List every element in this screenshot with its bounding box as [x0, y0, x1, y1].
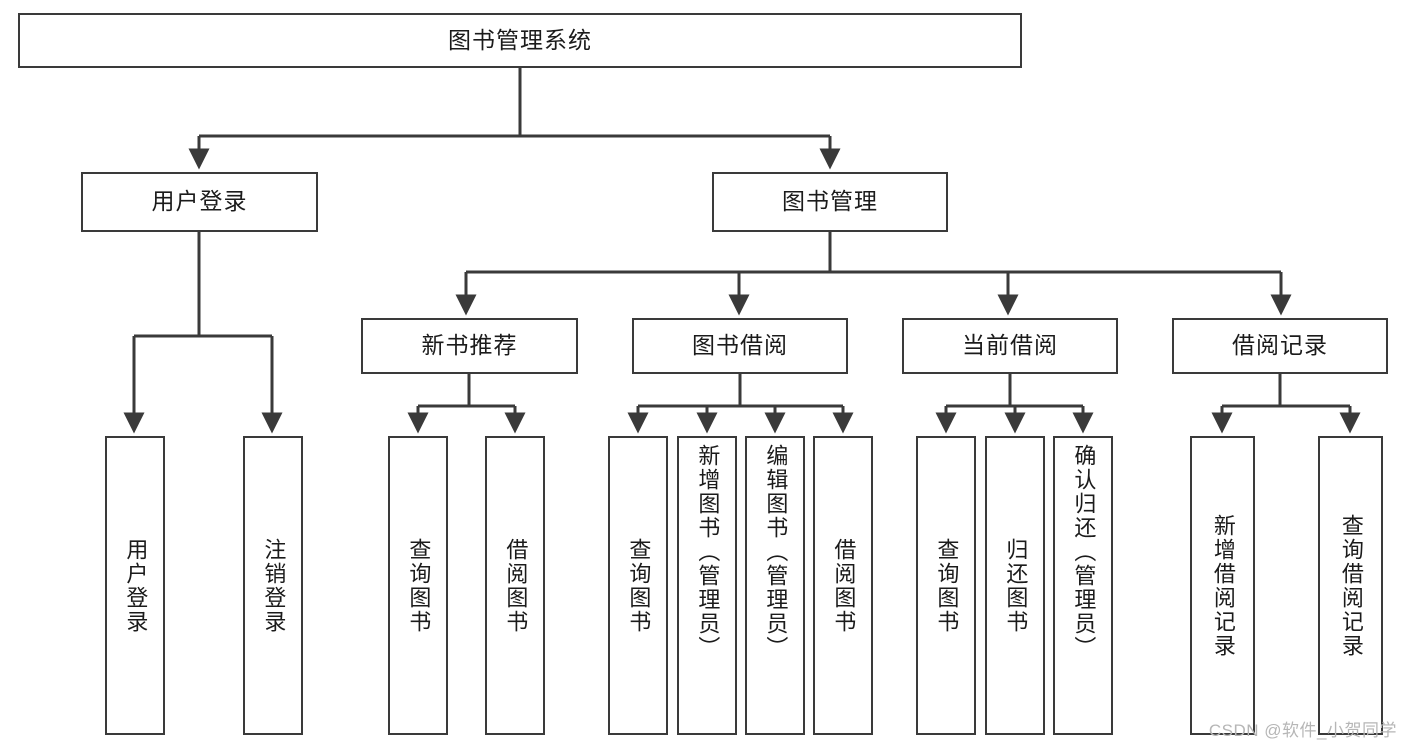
node-leaf-return-book-label: 归还图书	[1003, 537, 1029, 634]
node-leaf-query-book-1-label: 查询图书	[406, 537, 432, 634]
node-leaf-add-book-admin[interactable]: 新增图书（管理员）	[677, 436, 737, 735]
node-leaf-query-book-3-label: 查询图书	[934, 537, 960, 634]
node-book-borrow-label: 图书借阅	[692, 332, 788, 359]
node-new-book-recommend-label: 新书推荐	[421, 332, 518, 359]
node-current-borrow-label: 当前借阅	[962, 332, 1058, 359]
node-leaf-user-login[interactable]: 用户登录	[105, 436, 165, 735]
node-leaf-logout-login-label: 注销登录	[261, 537, 287, 634]
node-leaf-add-borrow-record-label: 新增借阅记录	[1210, 513, 1236, 658]
node-leaf-query-book-1[interactable]: 查询图书	[388, 436, 448, 735]
node-book-borrow[interactable]: 图书借阅	[632, 318, 848, 374]
node-leaf-edit-book-admin[interactable]: 编辑图书（管理员）	[745, 436, 805, 735]
node-leaf-confirm-return-admin-label: 确认归还（管理员）	[1071, 444, 1097, 660]
node-leaf-logout-login[interactable]: 注销登录	[243, 436, 303, 735]
node-leaf-confirm-return-admin[interactable]: 确认归还（管理员）	[1053, 436, 1113, 735]
watermark: CSDN @软件_小贺同学	[1208, 721, 1397, 740]
node-leaf-query-book-2[interactable]: 查询图书	[608, 436, 668, 735]
node-leaf-borrow-book-1-label: 借阅图书	[503, 537, 529, 634]
node-leaf-borrow-book-2[interactable]: 借阅图书	[813, 436, 873, 735]
node-leaf-return-book[interactable]: 归还图书	[985, 436, 1045, 735]
node-user-login[interactable]: 用户登录	[81, 172, 318, 232]
node-borrow-record[interactable]: 借阅记录	[1172, 318, 1388, 374]
node-book-manage[interactable]: 图书管理	[712, 172, 948, 232]
node-leaf-edit-book-admin-label: 编辑图书（管理员）	[763, 444, 789, 660]
node-leaf-borrow-book-2-label: 借阅图书	[831, 537, 857, 634]
node-user-login-label: 用户登录	[151, 188, 248, 215]
node-leaf-query-borrow-record[interactable]: 查询借阅记录	[1318, 436, 1383, 735]
node-borrow-record-label: 借阅记录	[1232, 332, 1328, 359]
node-leaf-query-book-3[interactable]: 查询图书	[916, 436, 976, 735]
node-leaf-add-book-admin-label: 新增图书（管理员）	[695, 444, 721, 660]
node-leaf-add-borrow-record[interactable]: 新增借阅记录	[1190, 436, 1255, 735]
node-new-book-recommend[interactable]: 新书推荐	[361, 318, 578, 374]
node-leaf-user-login-label: 用户登录	[123, 537, 149, 634]
node-current-borrow[interactable]: 当前借阅	[902, 318, 1118, 374]
node-leaf-borrow-book-1[interactable]: 借阅图书	[485, 436, 545, 735]
node-leaf-query-borrow-record-label: 查询借阅记录	[1338, 513, 1364, 658]
node-root-label: 图书管理系统	[448, 26, 592, 53]
node-root[interactable]: 图书管理系统	[18, 13, 1022, 68]
node-book-manage-label: 图书管理	[782, 188, 878, 215]
node-leaf-query-book-2-label: 查询图书	[626, 537, 652, 634]
